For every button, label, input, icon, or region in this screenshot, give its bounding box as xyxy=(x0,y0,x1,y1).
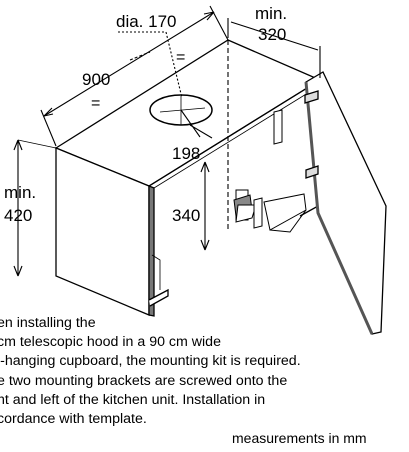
cabinet xyxy=(54,39,387,335)
dimension-lines xyxy=(13,5,321,277)
min-depth-label-line1: min. xyxy=(255,4,287,23)
units-label: measurements in mm xyxy=(232,430,367,446)
note-line: nt and left of the kitchen unit. Install… xyxy=(0,391,266,408)
width-label: 900 xyxy=(82,70,110,89)
note-line: l-hanging cupboard, the mounting kit is … xyxy=(0,353,301,370)
equal-sign-right: = xyxy=(176,49,185,66)
min-depth-label-line2: 320 xyxy=(258,25,286,44)
bracket-height-label: 340 xyxy=(172,206,200,225)
note-line: cm telescopic hood in a 90 cm wide xyxy=(0,334,221,351)
note-line: en installing the xyxy=(0,315,96,331)
installation-note: en installing the cm telescopic hood in … xyxy=(0,314,409,429)
note-line: cordance with template. xyxy=(0,411,147,428)
offset-label: 198 xyxy=(172,144,200,163)
equal-sign-left: = xyxy=(91,95,100,112)
door-hinge-top xyxy=(304,90,319,104)
min-height-label-line1: min. xyxy=(4,183,36,202)
door-hinge-bottom xyxy=(305,165,319,179)
min-height-label-line2: 420 xyxy=(4,206,32,225)
mounting-brackets xyxy=(233,109,307,233)
diameter-label: dia. 170 xyxy=(116,12,177,31)
note-line: e two mounting brackets are screwed onto… xyxy=(0,372,288,389)
